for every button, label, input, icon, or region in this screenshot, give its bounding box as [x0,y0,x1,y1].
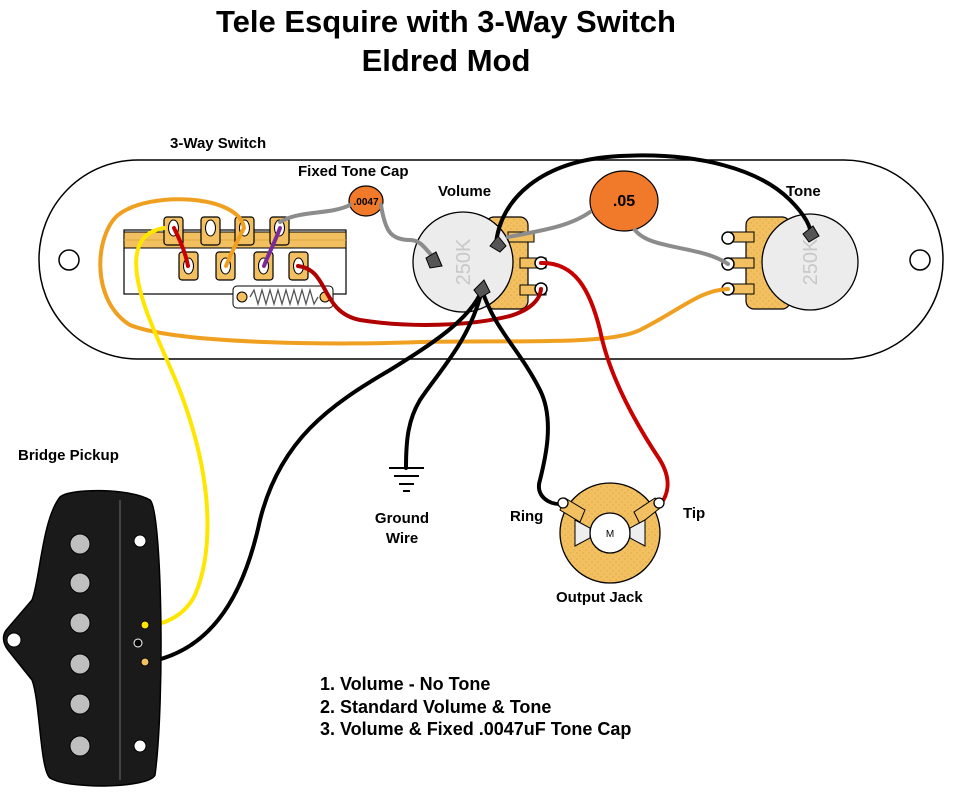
fixed-cap-value: .0047 [353,197,378,208]
ground-wire-label: Ground [375,510,429,527]
ground-wire-label-2: Wire [386,530,418,547]
wire-black-ring [480,288,564,507]
wire-black-ground [404,288,484,470]
tone-pot: 250K [721,213,859,311]
diagram-title: Tele Esquire with 3-Way Switch [216,4,676,39]
output-jack-label: Output Jack [556,589,643,606]
tip-label: Tip [683,505,705,522]
output-jack: M [557,482,665,584]
wiring [98,153,813,664]
wire-red-jumper [172,226,190,268]
position-item-3: 3. Volume & Fixed .0047uF Tone Cap [320,719,631,739]
bridge-pickup [2,489,162,787]
tone-label: Tone [786,183,821,200]
wire-orange [98,197,730,346]
wire-gray-fixed-cap [278,203,352,224]
pole-piece [69,572,91,594]
volume-lug-bottom [473,279,491,299]
switch-spring [232,285,334,309]
diagram-subtitle: Eldred Mod [362,43,531,78]
wire-purple-jumper [262,226,282,268]
volume-lug-left [425,251,443,269]
fixed-tone-capacitor: .0047 [348,185,384,217]
pole-piece [69,735,91,757]
wire-gray-tone-cap [633,228,730,266]
wire-orange-jumper [224,226,246,268]
ring-label: Ring [510,508,543,525]
position-item-2: 2. Standard Volume & Tone [320,697,551,717]
plate-screw-hole-left [58,249,80,271]
wire-dark-red [296,264,543,327]
tone-lug [802,225,820,243]
pole-piece [69,653,91,675]
volume-pot-value: 250K [453,238,475,285]
switch-label: 3-Way Switch [170,135,266,152]
pole-piece [69,612,91,634]
wire-gray-fixed-cap [379,203,434,258]
ground-symbol-icon [389,467,424,492]
jack-mark: M [606,529,614,540]
fixed-cap-label: Fixed Tone Cap [298,163,409,180]
tone-cap-value: .05 [613,193,635,210]
wire-black-arc [494,153,813,246]
tone-capacitor: .05 [589,170,659,232]
volume-label: Volume [438,183,491,200]
position-item-1: 1. Volume - No Tone [320,674,490,694]
volume-lug-top [489,235,507,253]
pole-piece [69,693,91,715]
wire-black-pickup-ground [146,288,484,664]
wire-yellow-hot [134,226,210,627]
switch-lug [200,216,221,246]
bridge-pickup-label: Bridge Pickup [18,447,119,464]
switch-positions-list: 1. Volume - No Tone 2. Standard Volume &… [320,674,631,739]
wire-red-tip [539,260,670,507]
pole-piece [69,533,91,555]
plate-screw-hole-right [909,249,931,271]
tone-pot-value: 250K [800,238,822,285]
wire-gray-tone-cap [506,210,592,239]
